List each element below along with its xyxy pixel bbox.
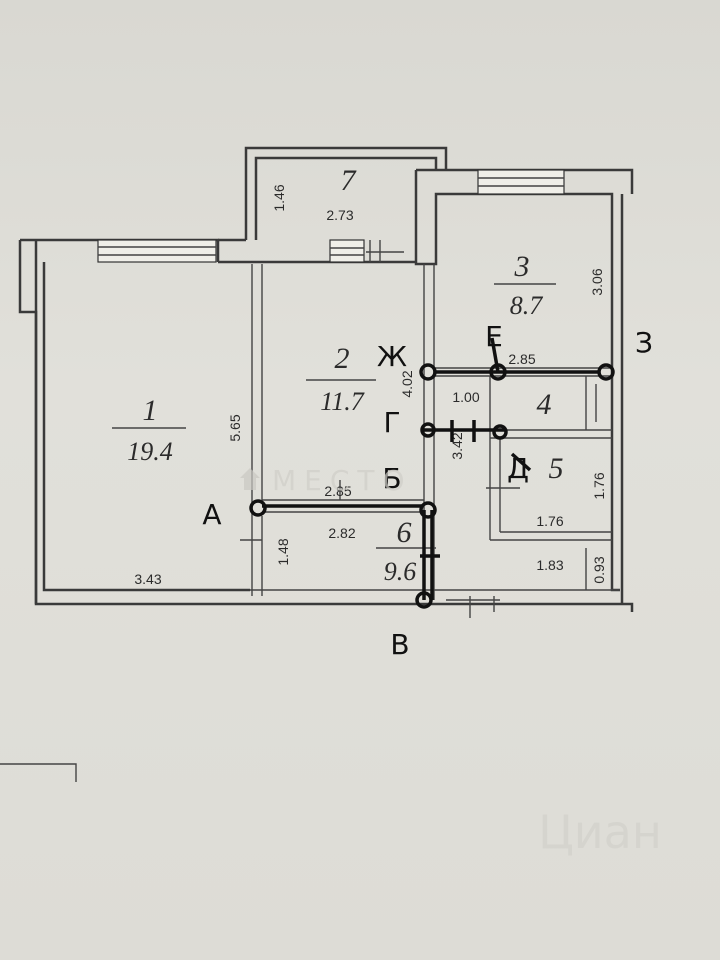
room-1-label: 1 19.4 [112, 394, 186, 466]
marker-point [249, 499, 267, 517]
room-number: 6 [397, 516, 412, 549]
dim-room7-height: 1.46 [271, 184, 287, 211]
room-5-number: 5 [549, 452, 564, 485]
dim-room3-height: 3.06 [589, 268, 605, 295]
room-4-number: 4 [537, 388, 552, 421]
room-3-label: 3 8.7 [494, 250, 556, 320]
plan-fragment [0, 763, 77, 782]
dim-bottom-right-height: 0.93 [591, 556, 607, 583]
room-area: 9.6 [384, 557, 417, 586]
window-room2 [329, 239, 365, 263]
marker-g: Г [383, 406, 400, 439]
watermark-center: МЕСТО [240, 464, 413, 497]
dim-room1-width: 3.43 [134, 571, 161, 587]
marker-point [492, 424, 508, 440]
dim-room5-height: 1.76 [591, 472, 607, 499]
dim-room5-width: 1.76 [536, 513, 563, 529]
room-area: 11.7 [320, 387, 365, 416]
room-7-number: 7 [341, 164, 358, 197]
dim-room6-height: 1.48 [275, 538, 291, 565]
marker-point [419, 501, 437, 519]
dim-room7-width: 2.73 [326, 207, 353, 223]
room-number: 1 [143, 394, 158, 427]
house-icon [240, 468, 260, 490]
handwritten-marks [249, 337, 615, 609]
window-room3 [477, 169, 565, 195]
marker-a: А [202, 498, 221, 531]
room-number: 2 [335, 342, 350, 375]
exterior-walls [18, 146, 634, 612]
dim-room4-side: 4.02 [399, 370, 415, 397]
room-6-label: 6 9.6 [376, 516, 436, 586]
room-area: 8.7 [510, 291, 544, 320]
marker-point [419, 363, 437, 381]
dim-room3-width: 2.85 [508, 351, 535, 367]
room-number: 3 [514, 250, 530, 283]
watermark-text: МЕСТО [272, 464, 413, 497]
marker-d: Д [507, 452, 529, 485]
windows [97, 169, 565, 263]
marker-z: З [635, 326, 653, 359]
marker-zh: Ж [377, 340, 407, 373]
dim-room2-width-bottom: 2.82 [328, 525, 355, 541]
room-2-label: 2 11.7 [306, 342, 376, 416]
dimension-ticks [240, 480, 520, 618]
dim-room4-width: 1.00 [452, 389, 479, 405]
marker-e: Е [485, 320, 503, 353]
watermark-bottom-right: Циан [538, 805, 662, 859]
marker-be: Б [382, 462, 401, 495]
marker-b: В [390, 628, 409, 661]
room-area: 19.4 [127, 437, 173, 466]
dim-room2-width-top: 2.85 [324, 483, 351, 499]
dim-room1-height: 5.65 [227, 414, 243, 441]
window-room1 [97, 239, 217, 263]
interior-walls [250, 264, 620, 600]
dim-bottom-right-width: 1.83 [536, 557, 563, 573]
